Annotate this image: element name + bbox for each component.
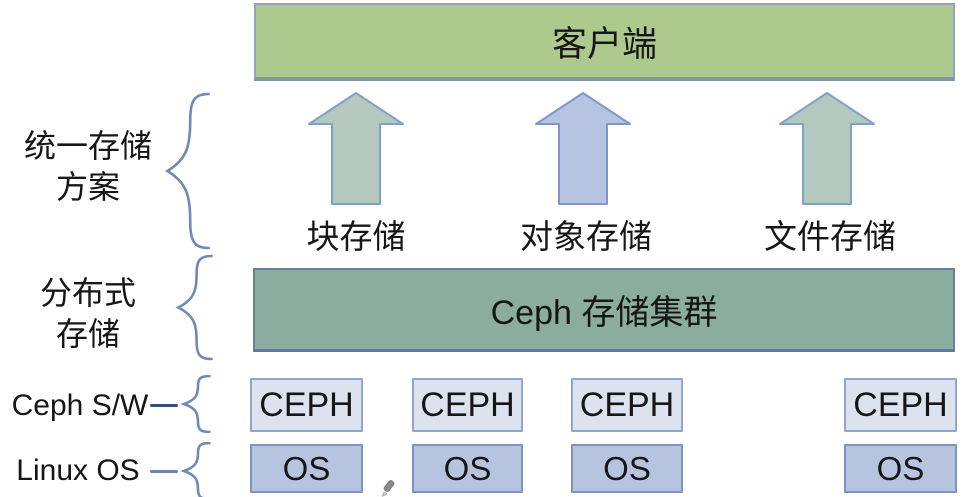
block-storage-arrow-icon — [307, 91, 405, 206]
linux-os-brace-icon — [177, 442, 212, 497]
os-node-box-3: OS — [571, 444, 683, 493]
ceph-node-box-3: CEPH — [571, 378, 683, 432]
client-bar-label: 客户端 — [551, 24, 657, 64]
ceph-node-box-2: CEPH — [412, 378, 523, 432]
os-node-label: OS — [443, 449, 492, 487]
pencil-cursor-icon — [378, 479, 398, 497]
unified-storage-label-line1: 统一存储 — [23, 128, 152, 164]
ceph-node-label: CEPH — [420, 385, 515, 424]
ceph-node-label: CEPH — [853, 385, 948, 424]
os-node-label: OS — [282, 449, 331, 487]
ceph-node-label: CEPH — [579, 385, 675, 424]
distributed-storage-label: 分布式 存储 — [6, 273, 170, 355]
os-node-label: OS — [876, 449, 925, 487]
ceph-cluster-bar-label: Ceph 存储集群 — [490, 294, 718, 332]
ceph-node-label: CEPH — [259, 385, 354, 424]
os-node-label: OS — [603, 449, 651, 487]
ceph-node-box-1: CEPH — [250, 378, 363, 432]
ceph-sw-connector-dash — [150, 404, 178, 407]
object-storage-label: 对象存储 — [520, 218, 652, 255]
ceph-node-box-4: CEPH — [844, 378, 957, 432]
linux-os-connector-dash — [150, 470, 178, 473]
unified-storage-label-line2: 方案 — [55, 169, 120, 205]
file-storage-arrow-icon — [778, 91, 876, 206]
object-storage-arrow-icon — [534, 91, 632, 206]
block-storage-label: 块存储 — [306, 218, 406, 255]
ceph-cluster-bar: Ceph 存储集群 — [253, 268, 955, 352]
os-node-box-4: OS — [844, 444, 957, 493]
ceph-sw-brace-icon — [177, 375, 212, 433]
unified-storage-label: 统一存储 方案 — [6, 126, 170, 208]
os-node-box-1: OS — [250, 444, 363, 493]
distributed-storage-brace-icon — [169, 254, 215, 361]
ceph-sw-label: Ceph S/W — [11, 389, 149, 422]
linux-os-label: Linux OS — [16, 454, 140, 487]
file-storage-label: 文件存储 — [764, 218, 896, 255]
client-bar: 客户端 — [254, 3, 955, 81]
distributed-storage-label-line2: 存储 — [55, 316, 120, 352]
distributed-storage-label-line1: 分布式 — [39, 275, 136, 311]
unified-storage-brace-icon — [156, 91, 213, 251]
os-node-box-2: OS — [412, 444, 523, 493]
